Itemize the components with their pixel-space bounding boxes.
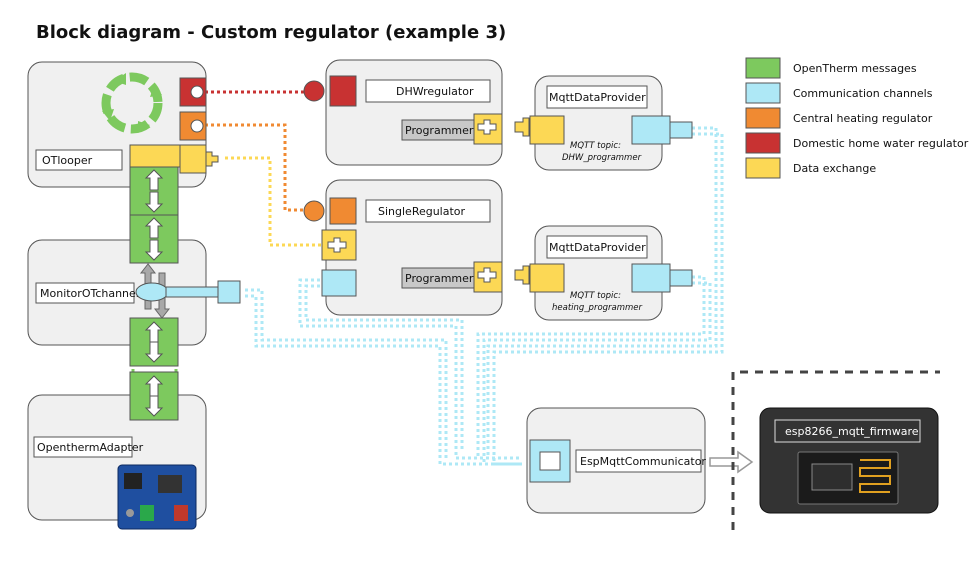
legend-swatch-central bbox=[745, 107, 781, 129]
communication-lines bbox=[245, 126, 724, 466]
dhw-regulator-label: DHWregulator bbox=[396, 85, 474, 98]
firmware-label: esp8266_mqtt_firmware bbox=[785, 425, 919, 438]
mqtt-provider-bottom-label: MqttDataProvider bbox=[549, 241, 646, 254]
cycle-arrows-icon bbox=[101, 72, 163, 134]
mqtt-topic-bottom-line2: heating_programmer bbox=[552, 303, 643, 313]
device-boundary bbox=[731, 370, 940, 530]
communicator-label: EspMqttCommunicator bbox=[580, 455, 706, 468]
opentherm-board-icon bbox=[117, 464, 197, 530]
legend-swatch-dhw bbox=[745, 132, 781, 154]
programmer-label-top: Programmer bbox=[405, 124, 474, 137]
central-port-right bbox=[303, 197, 357, 225]
single-regulator-label: SingleRegulator bbox=[378, 205, 466, 218]
mqtt-topic-top-line2: DHW_programmer bbox=[562, 153, 642, 163]
legend-label-central: Central heating regulator bbox=[793, 112, 933, 125]
programmer-label-bottom: Programmer bbox=[405, 272, 474, 285]
programmer-port-top bbox=[473, 113, 503, 145]
mqtt-topic-bottom-line1: MQTT topic: bbox=[570, 291, 621, 301]
provider-comm-port-top bbox=[631, 115, 693, 145]
legend: OpenTherm messages Communication channel… bbox=[745, 57, 969, 179]
legend-label-comm: Communication channels bbox=[793, 87, 933, 100]
esp8266-module-icon bbox=[797, 451, 899, 505]
legend-label-dhw: Domestic home water regulator bbox=[793, 137, 969, 150]
legend-swatch-data bbox=[745, 157, 781, 179]
data-port-right bbox=[321, 229, 357, 261]
adapter-label: OpenthermAdapter bbox=[37, 441, 144, 454]
central-port-left bbox=[179, 111, 207, 141]
monitor-label: MonitorOTchannel bbox=[40, 287, 139, 300]
monitor-probe-icon bbox=[135, 280, 241, 304]
mqtt-provider-top-label: MqttDataProvider bbox=[549, 91, 646, 104]
otlooper-label: OTlooper bbox=[42, 154, 93, 167]
central-heating-link-line bbox=[205, 123, 310, 212]
legend-swatch-comm bbox=[745, 82, 781, 104]
provider-comm-port-bottom bbox=[631, 263, 693, 293]
hollow-arrow-icon bbox=[709, 450, 754, 474]
provider-data-port-bottom bbox=[514, 263, 565, 293]
legend-label-opentherm: OpenTherm messages bbox=[793, 62, 917, 75]
legend-label-data: Data exchange bbox=[793, 162, 876, 175]
diagram-title: Block diagram - Custom regulator (exampl… bbox=[36, 22, 507, 43]
dhw-port-left bbox=[179, 77, 207, 107]
data-port-left bbox=[129, 144, 219, 174]
dhw-port-right bbox=[303, 75, 357, 107]
comm-port-single bbox=[321, 269, 357, 297]
legend-swatch-opentherm bbox=[745, 57, 781, 79]
data-exchange-link-line bbox=[225, 156, 322, 247]
opentherm-channel-icon bbox=[129, 166, 179, 421]
programmer-port-bottom bbox=[473, 261, 503, 293]
provider-data-port-top bbox=[514, 115, 565, 145]
mqtt-topic-top-line1: MQTT topic: bbox=[570, 141, 621, 151]
communicator-port bbox=[529, 439, 571, 483]
